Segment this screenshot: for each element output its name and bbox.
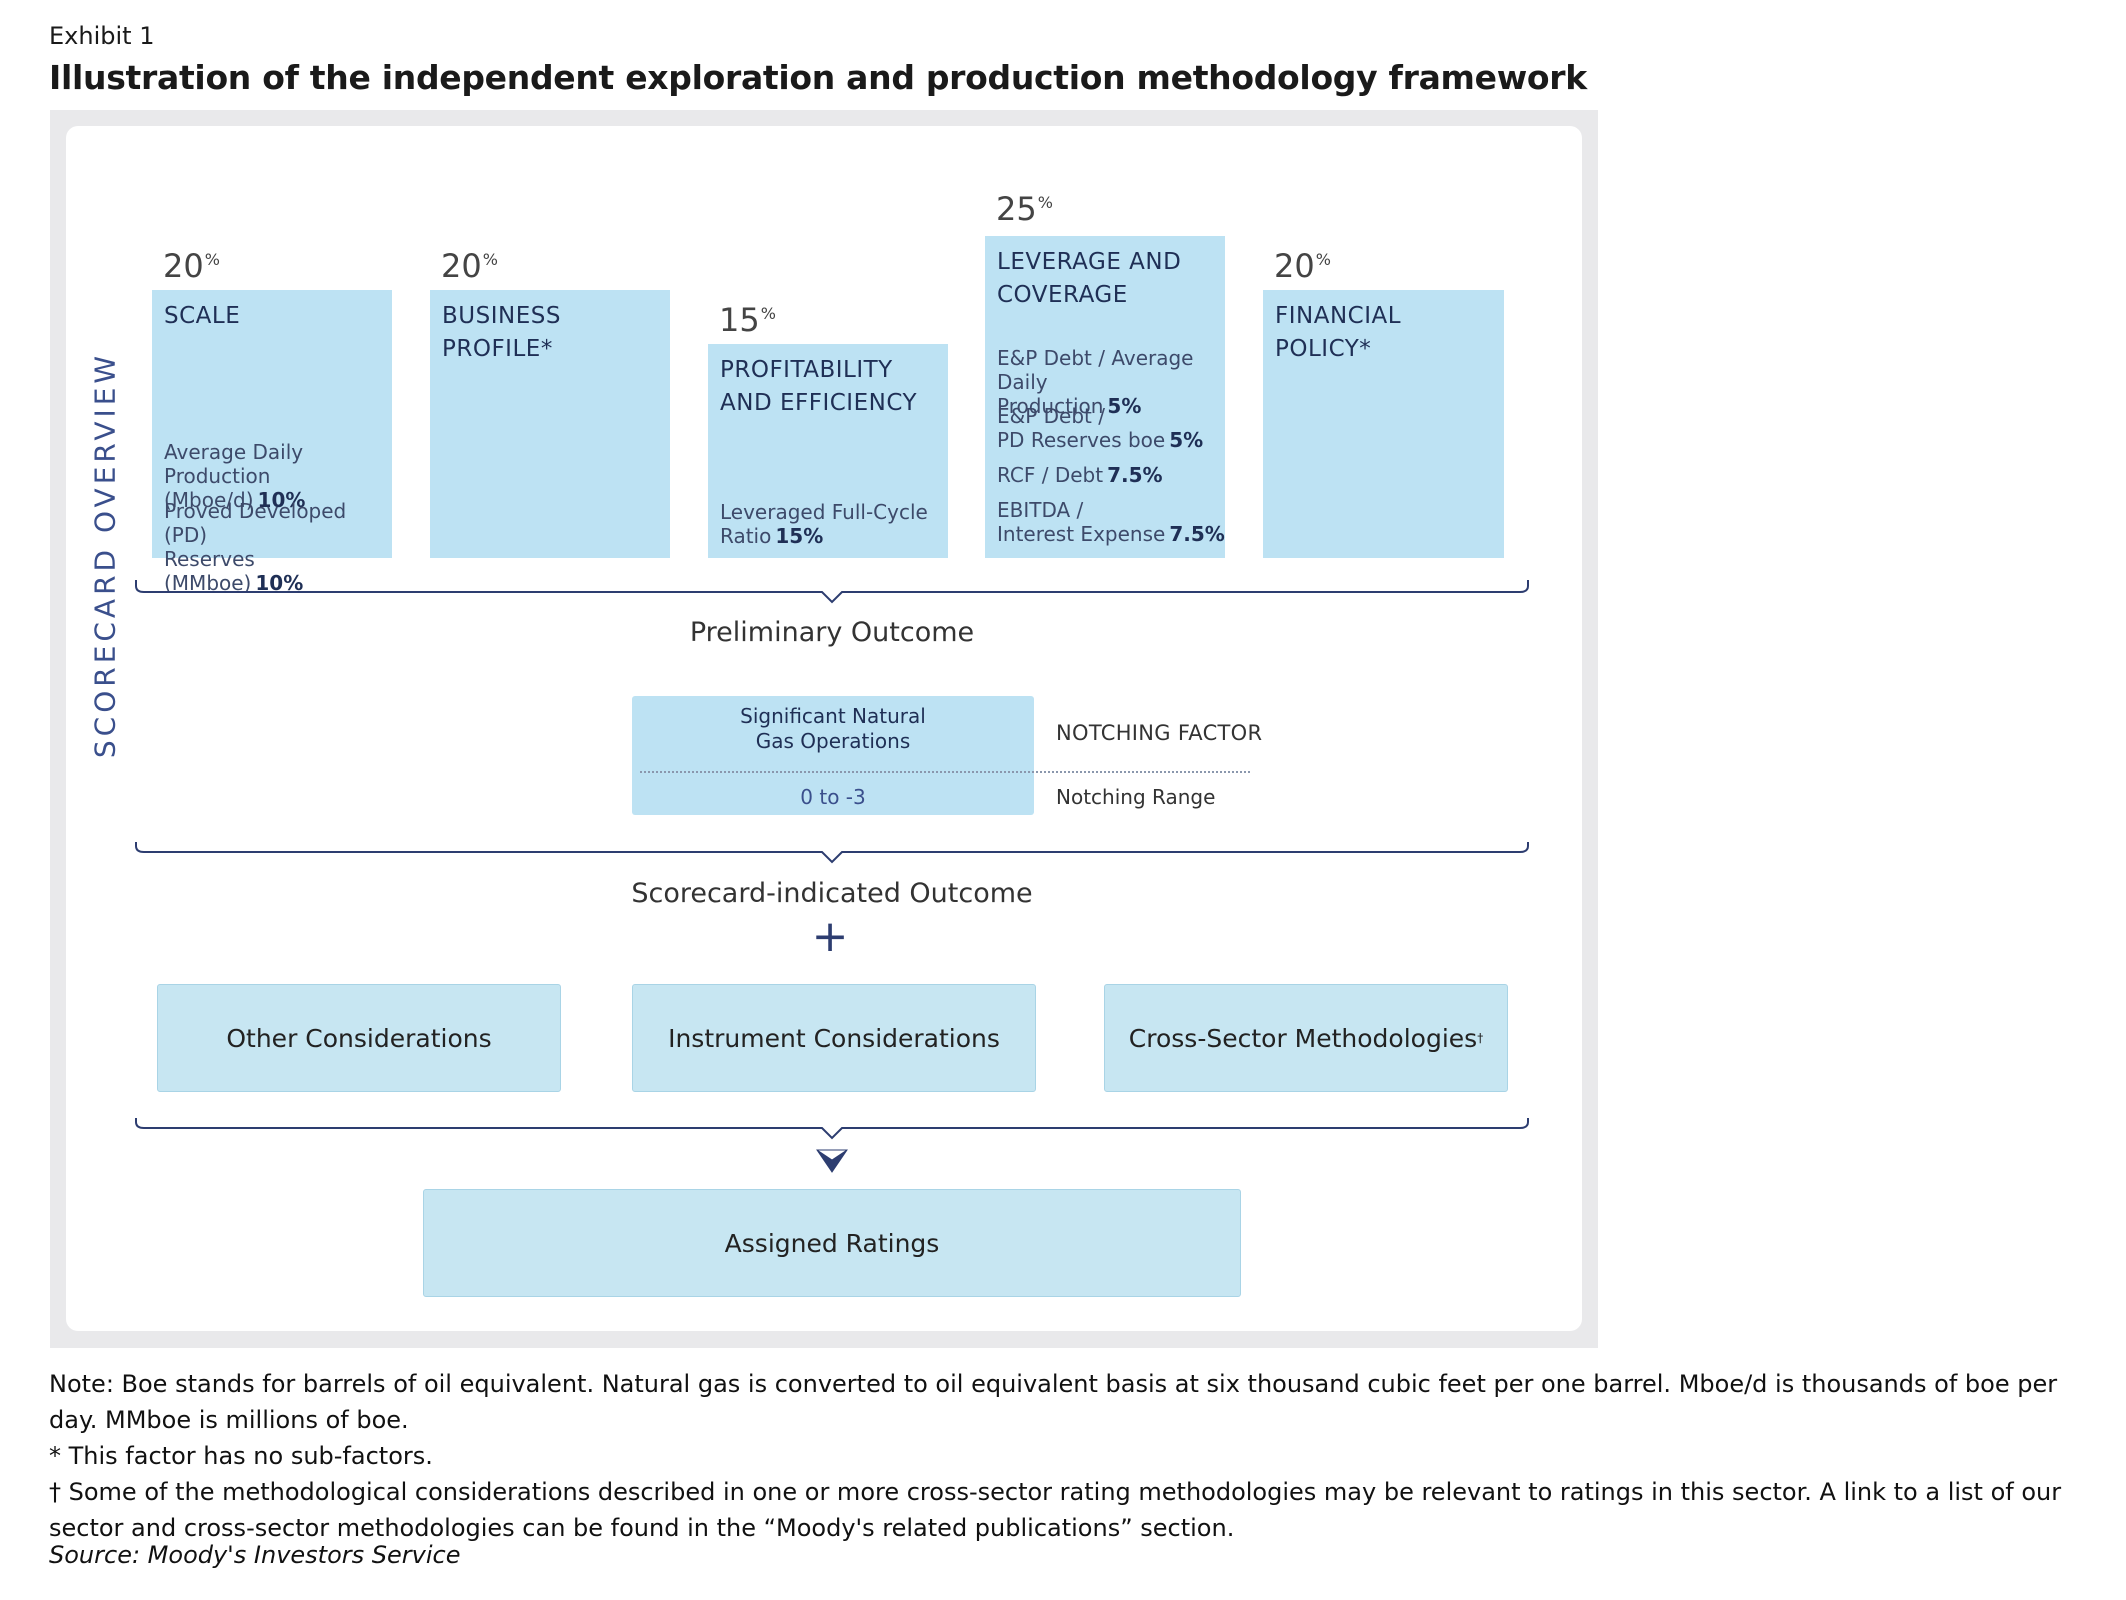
subfactor-average-daily-production: Average Daily Production (Mboe/d)10% bbox=[164, 440, 306, 512]
assigned-ratings-box: Assigned Ratings bbox=[423, 1189, 1241, 1297]
factor-leverage-box: LEVERAGE AND COVERAGE E&P Debt / Average… bbox=[985, 236, 1225, 558]
dagger-note: † Some of the methodological considerati… bbox=[49, 1478, 2062, 1542]
notching-range-value: 0 to -3 bbox=[800, 785, 866, 809]
brace-considerations bbox=[135, 1118, 1529, 1140]
scorecard-indicated-outcome-label: Scorecard-indicated Outcome bbox=[631, 878, 1033, 909]
factor-business-profile-box: BUSINESS PROFILE* bbox=[430, 290, 670, 558]
factor-financial-policy-title: FINANCIAL POLICY* bbox=[1275, 303, 1402, 362]
factor-financial-policy-weight: 20% bbox=[1274, 247, 1331, 285]
preliminary-outcome-label: Preliminary Outcome bbox=[689, 617, 975, 648]
factor-financial-policy-box: FINANCIAL POLICY* bbox=[1263, 290, 1504, 558]
notching-divider bbox=[640, 771, 1250, 773]
down-arrow-icon bbox=[816, 1149, 848, 1173]
factor-profitability-box: PROFITABILITY AND EFFICIENCY Leveraged F… bbox=[708, 344, 948, 558]
notching-range-label: Notching Range bbox=[1056, 785, 1216, 809]
exhibit-label: Exhibit 1 bbox=[49, 22, 155, 50]
other-considerations-box: Other Considerations bbox=[157, 984, 561, 1092]
notching-factor-name: Significant Natural Gas Operations bbox=[740, 704, 926, 753]
factor-profitability-title: PROFITABILITY AND EFFICIENCY bbox=[720, 357, 918, 416]
source-note: Source: Moody's Investors Service bbox=[49, 1541, 461, 1569]
factor-scale-box: SCALE Average Daily Production (Mboe/d)1… bbox=[152, 290, 392, 595]
cross-sector-methodologies-box: Cross-Sector Methodologies† bbox=[1104, 984, 1508, 1092]
brace-factors bbox=[135, 580, 1529, 604]
instrument-considerations-box: Instrument Considerations bbox=[632, 984, 1036, 1092]
factor-leverage-title: LEVERAGE AND COVERAGE bbox=[997, 249, 1182, 308]
plus-icon: + bbox=[811, 911, 849, 962]
factor-leverage-weight: 25% bbox=[996, 190, 1053, 228]
factor-profitability-weight: 15% bbox=[719, 301, 776, 339]
brace-notching bbox=[135, 842, 1529, 864]
factor-scale-title: SCALE bbox=[164, 303, 241, 329]
note-text: Note: Boe stands for barrels of oil equi… bbox=[49, 1370, 2058, 1434]
asterisk-note: * This factor has no sub-factors. bbox=[49, 1442, 433, 1470]
exhibit-title: Illustration of the independent explorat… bbox=[49, 58, 1587, 97]
subfactor-pd-reserves: Proved Developed (PD) Reserves (MMboe)10… bbox=[164, 499, 347, 595]
notching-factor-box bbox=[632, 696, 1034, 815]
factor-business-profile-weight: 20% bbox=[441, 247, 498, 285]
notching-factor-label: NOTCHING FACTOR bbox=[1056, 721, 1263, 745]
factor-scale-weight: 20% bbox=[163, 247, 220, 285]
factor-business-profile-title: BUSINESS PROFILE* bbox=[442, 303, 561, 362]
